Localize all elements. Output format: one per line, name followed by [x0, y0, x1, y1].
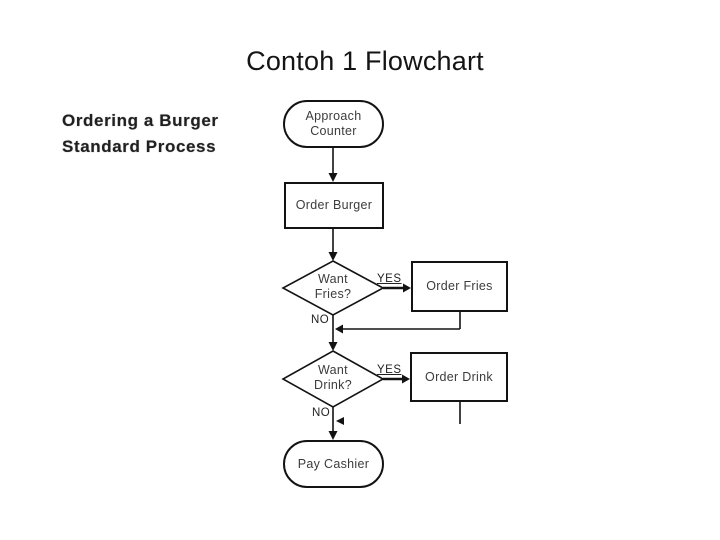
edge-label-no-fries: NO [311, 314, 330, 326]
arrowhead-into-cashier [328, 431, 338, 440]
node-want-fries-label-line1: Want [318, 272, 348, 286]
node-approach-counter: Approach Counter [283, 100, 384, 148]
caption-line-1: Ordering a Burger [62, 111, 219, 130]
node-order-burger: Order Burger [284, 182, 384, 229]
node-pay-cashier: Pay Cashier [283, 440, 384, 488]
edge-label-no-drink: NO [312, 407, 331, 419]
node-pay-cashier-label: Pay Cashier [297, 456, 370, 471]
node-want-drink-label-line1: Want [318, 363, 348, 377]
arrowhead-fries-return [335, 324, 343, 334]
slide-title: Contoh 1 Flowchart [246, 46, 484, 76]
arrowhead-drink-return [336, 417, 344, 425]
node-order-burger-label: Order Burger [295, 198, 373, 212]
edge-label-yes-drink: YES [377, 364, 402, 376]
node-want-drink-label: Want Drink? [291, 363, 375, 393]
arrowhead-into-order-drink [402, 374, 410, 384]
node-approach-counter-label-line2: Counter [310, 124, 357, 138]
flowchart-caption: Ordering a Burger Standard Process [62, 108, 219, 160]
node-want-drink-label-line2: Drink? [314, 378, 352, 392]
arrowhead-into-burger [328, 173, 338, 182]
node-want-fries-label: Want Fries? [291, 272, 375, 302]
node-order-drink: Order Drink [410, 352, 508, 402]
node-order-fries-label: Order Fries [426, 279, 493, 293]
node-approach-counter-label-line1: Approach [305, 109, 362, 123]
node-order-drink-label: Order Drink [425, 369, 493, 384]
arrowhead-into-fries-decision [328, 252, 338, 261]
arrowhead-into-drink-decision [328, 342, 338, 351]
node-order-fries: Order Fries [411, 261, 508, 312]
edge-label-yes-fries: YES [377, 273, 402, 285]
arrowhead-into-order-fries [403, 283, 411, 293]
node-want-fries-label-line2: Fries? [314, 287, 352, 301]
caption-line-2: Standard Process [62, 137, 217, 156]
